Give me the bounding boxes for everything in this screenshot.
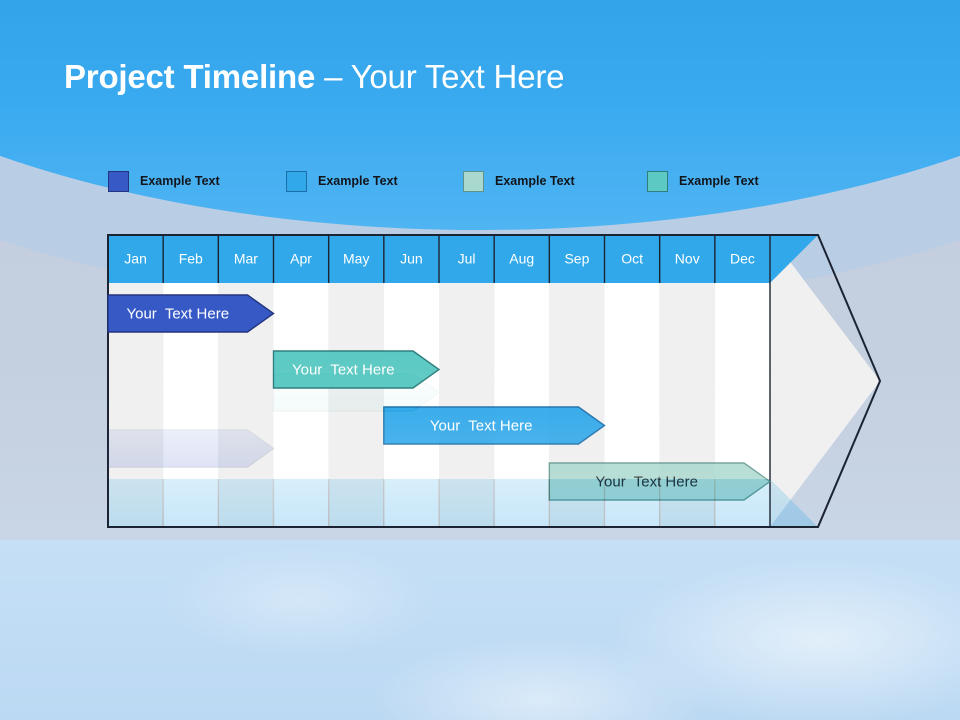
timeline-bar-label: Your Text Here xyxy=(595,473,698,490)
legend-label: Example Text xyxy=(495,174,575,188)
month-label-oct: Oct xyxy=(621,251,643,267)
timeline-bar-shape xyxy=(272,350,441,389)
month-column-jun xyxy=(383,283,439,527)
timeline-bar-label: Your Text Here xyxy=(292,361,395,378)
legend-label: Example Text xyxy=(140,174,220,188)
month-label-apr: Apr xyxy=(290,251,312,267)
legend-item: Example Text xyxy=(647,167,759,195)
month-label-jun: Jun xyxy=(400,251,423,267)
timeline-bar-label: Your Text Here xyxy=(126,305,229,322)
arrow-tip-body xyxy=(770,235,880,527)
legend-swatch xyxy=(647,170,668,192)
timeline-bar-label: Your Text Here xyxy=(430,417,533,434)
month-column-aug xyxy=(494,283,550,527)
month-column-may xyxy=(328,283,384,527)
timeline-bar-shape xyxy=(383,406,606,445)
month-label-nov: Nov xyxy=(675,251,700,267)
background-curve-blue xyxy=(0,0,960,230)
month-label-jul: Jul xyxy=(458,251,476,267)
month-label-mar: Mar xyxy=(234,251,258,267)
legend-swatch xyxy=(463,170,484,192)
month-label-may: May xyxy=(343,251,369,267)
timeline-bar[interactable]: Your Text Here xyxy=(272,350,441,389)
month-label-sep: Sep xyxy=(564,251,589,267)
month-label-feb: Feb xyxy=(179,251,203,267)
timeline-bar-shape xyxy=(548,462,772,501)
month-column-apr xyxy=(273,283,329,527)
month-label-aug: Aug xyxy=(509,251,534,267)
timeline-bar[interactable]: Your Text Here xyxy=(107,294,275,333)
legend: Example Text Example Text Example Text Exam… xyxy=(108,167,808,197)
month-column-jul xyxy=(439,283,495,527)
page-title: Project Timeline – Your Text Here xyxy=(64,58,564,96)
legend-label: Example Text xyxy=(318,174,398,188)
chart-outline xyxy=(107,234,882,528)
legend-label: Example Text xyxy=(679,174,759,188)
legend-item: Example Text xyxy=(463,167,575,195)
month-label-dec: Dec xyxy=(730,251,755,267)
legend-item: Example Text xyxy=(108,167,220,195)
timeline-bar[interactable]: Your Text Here xyxy=(548,462,772,501)
timeline-bar[interactable]: Your Text Here xyxy=(383,406,606,445)
page-title-light: – Your Text Here xyxy=(315,58,565,95)
arrow-tip-header-wedge xyxy=(770,235,818,283)
legend-swatch xyxy=(108,170,129,192)
page-title-strong: Project Timeline xyxy=(64,58,316,95)
legend-swatch xyxy=(286,170,307,192)
timeline-bar-shape xyxy=(107,294,275,333)
legend-item: Example Text xyxy=(286,167,398,195)
month-label-jan: Jan xyxy=(124,251,147,267)
